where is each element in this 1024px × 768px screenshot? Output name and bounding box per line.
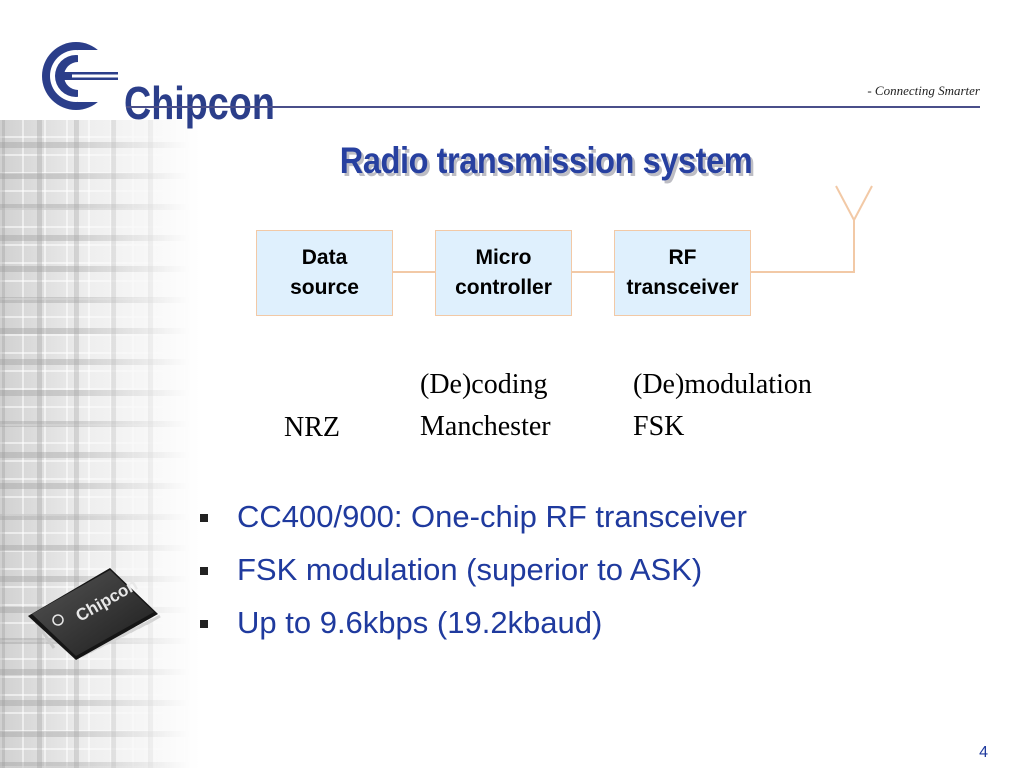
- bullet-text: Up to 9.6kbps (19.2kbaud): [237, 605, 603, 640]
- list-item: FSK modulation (superior to ASK): [200, 547, 747, 600]
- chip-icon: Chipcon: [28, 568, 161, 660]
- tagline: - Connecting Smarter: [867, 83, 980, 98]
- wire-rf-to-antenna: [750, 271, 854, 273]
- header-divider: [126, 106, 980, 108]
- square-bullet-icon: [200, 514, 208, 522]
- chipcon-logo-icon: [42, 42, 118, 110]
- block-label-line2: transceiver: [626, 276, 739, 299]
- bullet-text: CC400/900: One-chip RF transceiver: [237, 499, 748, 534]
- block-label-line2: source: [290, 276, 359, 299]
- wire-data-to-micro: [392, 271, 435, 273]
- block-rf-transceiver: RF transceiver: [614, 230, 751, 316]
- annotation-coding-label: (De)coding: [420, 369, 548, 400]
- annotation-modulation-value: FSK: [633, 411, 685, 442]
- list-item: Up to 9.6kbps (19.2kbaud): [200, 600, 747, 653]
- square-bullet-icon: [200, 567, 208, 575]
- brand-name: Chipcon: [124, 77, 275, 129]
- antenna-icon: [835, 185, 873, 273]
- page-number: 4: [979, 744, 988, 761]
- block-label-line1: Micro: [475, 246, 532, 269]
- texture-grid-coarse: [0, 120, 200, 768]
- bullet-text: FSK modulation (superior to ASK): [237, 552, 703, 587]
- block-label-line1: Data: [301, 246, 348, 269]
- list-item: CC400/900: One-chip RF transceiver: [200, 494, 747, 547]
- chip-texture-background: [0, 120, 200, 768]
- annotation-nrz: NRZ: [284, 412, 340, 443]
- slide-title: Radio transmission system: [339, 140, 753, 181]
- annotation-coding-value: Manchester: [420, 411, 551, 442]
- block-label-line1: RF: [668, 246, 697, 269]
- square-bullet-icon: [200, 620, 208, 628]
- block-data-source: Data source: [256, 230, 393, 316]
- annotation-modulation-label: (De)modulation: [633, 369, 812, 400]
- brand-logo: Chipcon: [38, 36, 318, 129]
- block-label-line2: controller: [455, 276, 552, 299]
- block-micro-controller: Micro controller: [435, 230, 572, 316]
- texture-grid-fine: [0, 120, 200, 768]
- wire-micro-to-rf: [572, 271, 614, 273]
- bullet-list: CC400/900: One-chip RF transceiver FSK m…: [200, 494, 747, 653]
